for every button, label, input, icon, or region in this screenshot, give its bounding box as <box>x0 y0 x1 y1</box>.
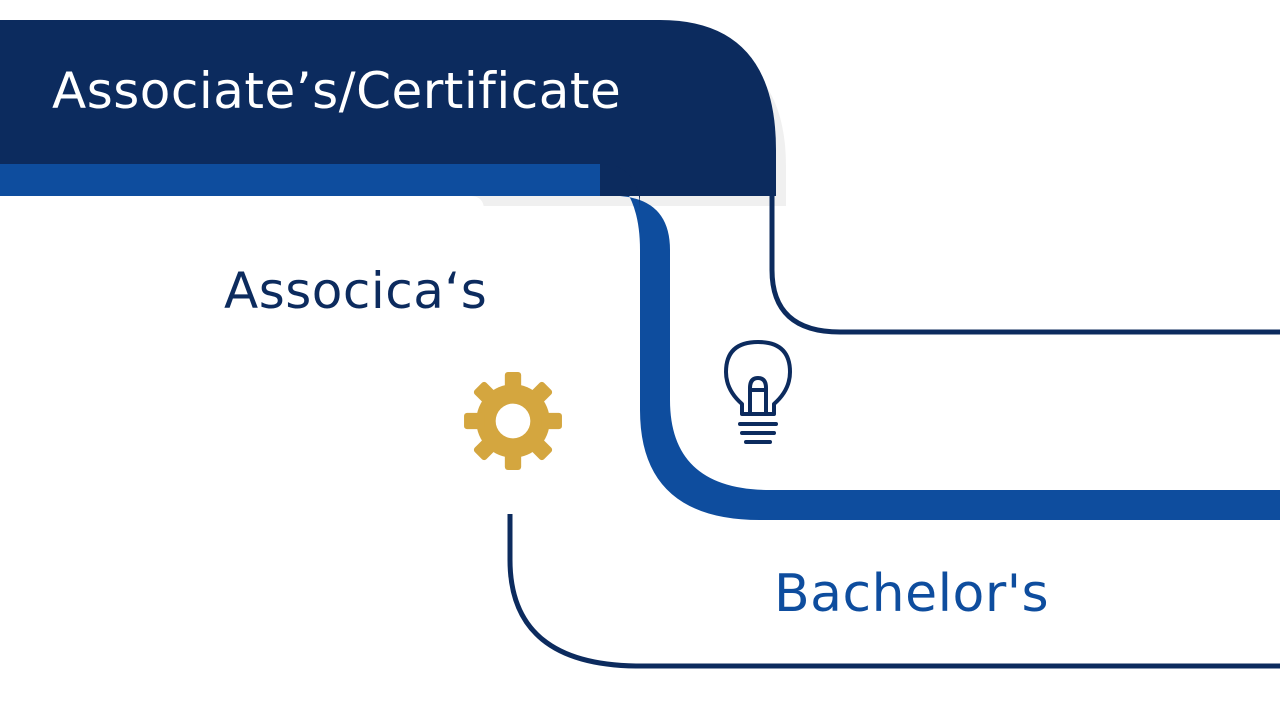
top-connector-line <box>769 196 1280 335</box>
top-band-curve-fill <box>600 164 776 210</box>
lightbulb-icon <box>724 340 792 444</box>
bachelor-label: Bachelor's <box>774 564 1050 624</box>
associate-certificate-label: Associate’s/Certificate <box>52 62 622 120</box>
bottom-connector-line <box>507 514 1280 669</box>
associate-label: Associca‘s <box>224 262 488 320</box>
middle-panel <box>0 196 640 520</box>
top-band-underline <box>0 164 600 196</box>
gear-icon <box>464 372 562 470</box>
top-band <box>0 20 776 196</box>
